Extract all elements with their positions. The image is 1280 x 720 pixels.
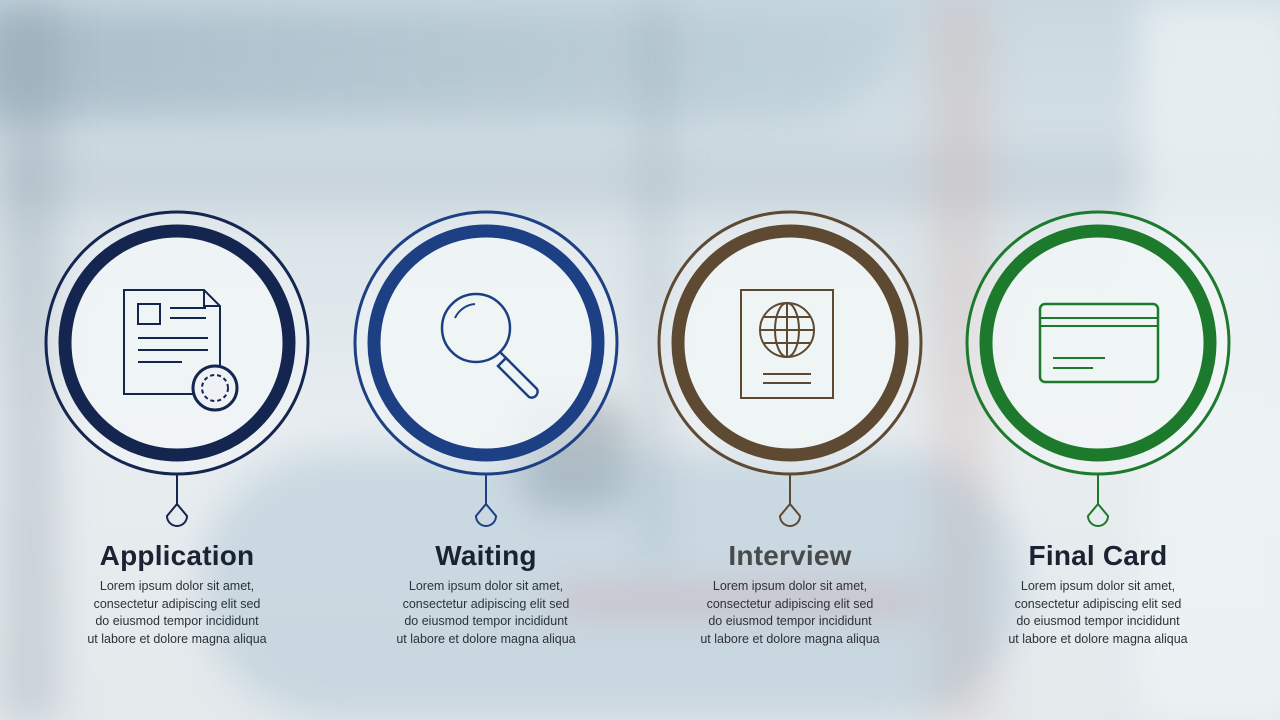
step-ring (351, 208, 621, 527)
magnifier-icon (440, 292, 539, 399)
main-ring (979, 224, 1217, 462)
step-title: Interview (728, 540, 852, 571)
card-icon (1038, 302, 1160, 384)
step-description: Lorem ipsum dolor sit amet, consectetur … (396, 579, 576, 646)
step-title: Final Card (1028, 540, 1168, 571)
pin-icon (474, 502, 498, 527)
step-interview: Interview Lorem ipsum dolor sit amet, co… (655, 208, 925, 678)
pin-icon (778, 502, 802, 527)
application-form-icon (123, 289, 239, 412)
step-description: Lorem ipsum dolor sit amet, consectetur … (700, 579, 880, 646)
step-title: Application (99, 540, 255, 571)
step-ring (655, 208, 925, 527)
passport-icon (740, 289, 834, 399)
step-description: Lorem ipsum dolor sit amet, consectetur … (87, 579, 267, 646)
main-ring (58, 224, 296, 462)
pin-icon (165, 502, 189, 527)
pin-icon (1086, 502, 1110, 527)
step-description: Lorem ipsum dolor sit amet, consectetur … (1008, 579, 1188, 646)
step-final-card: Final Card Lorem ipsum dolor sit amet, c… (963, 208, 1233, 678)
step-application: Application Lorem ipsum dolor sit amet, … (42, 208, 312, 678)
step-ring (963, 208, 1233, 527)
step-waiting: Waiting Lorem ipsum dolor sit amet, cons… (351, 208, 621, 678)
main-ring (367, 224, 605, 462)
step-ring (42, 208, 312, 527)
step-title: Waiting (435, 540, 537, 571)
